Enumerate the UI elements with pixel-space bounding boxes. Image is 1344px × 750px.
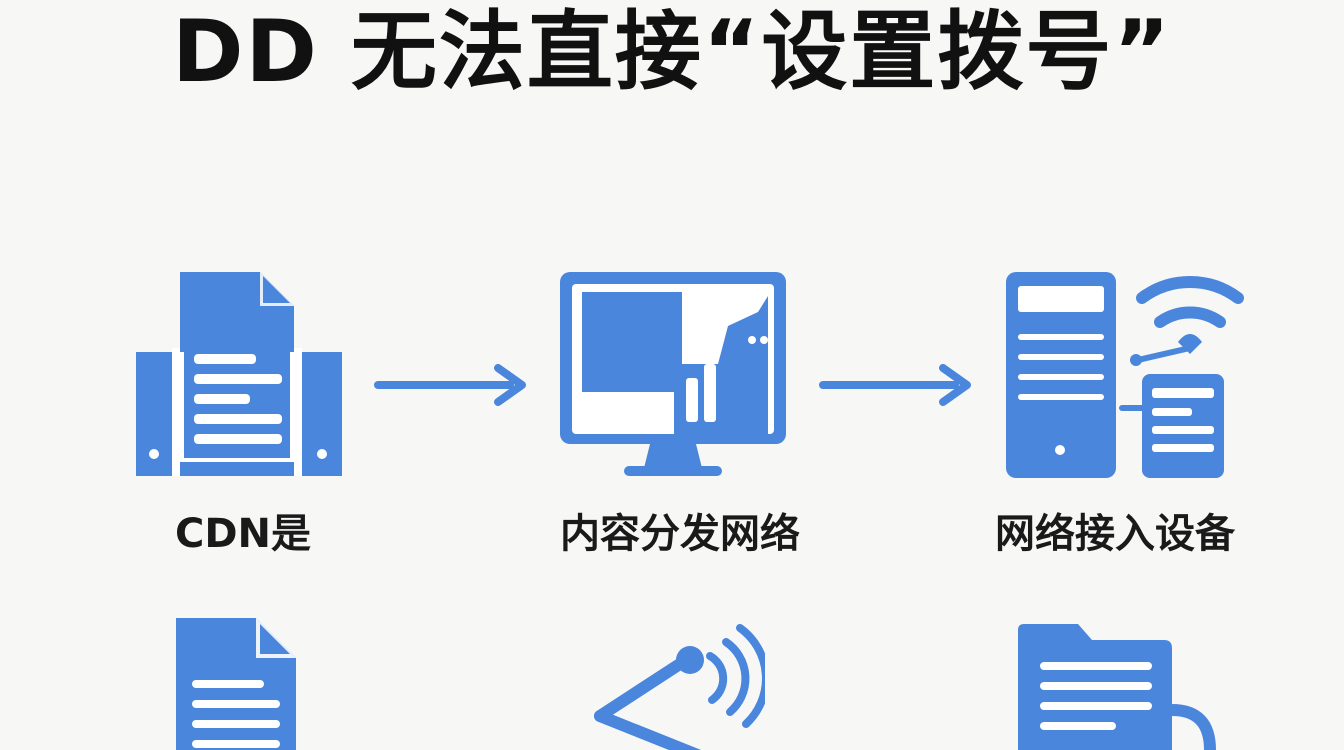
- document-icon: [176, 618, 296, 750]
- monitor-chart-icon: [560, 272, 786, 476]
- arrow-right-icon: [819, 364, 971, 406]
- page-title: DD 无法直接“设置拨号”: [172, 2, 1172, 102]
- server-wifi-icon: [1006, 272, 1244, 478]
- step-label-cdn: CDN是: [174, 511, 312, 557]
- arrow-right-icon: [374, 364, 526, 406]
- fax-document-icon: [136, 272, 342, 476]
- folder-icon: [1018, 624, 1216, 750]
- step-label-network-device: 网络接入设备: [995, 511, 1235, 557]
- share-signal-icon: [594, 624, 765, 750]
- step-label-content-delivery: 内容分发网络: [560, 511, 800, 557]
